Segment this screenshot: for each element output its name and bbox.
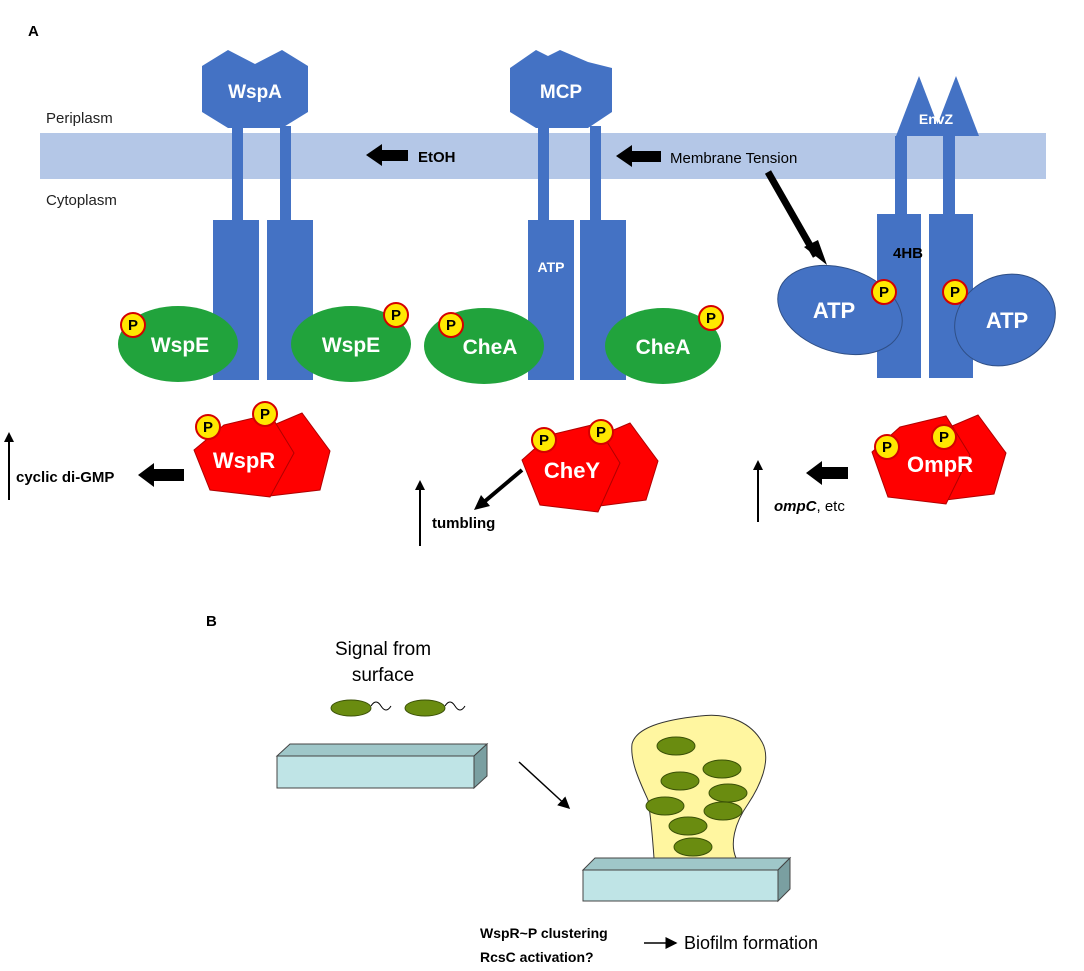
svg-text:P: P — [879, 284, 889, 301]
wspa-label: WspA — [228, 82, 282, 103]
ompc-italic: ompC — [774, 498, 818, 515]
p-circle-ompr-2: P — [931, 424, 957, 450]
svg-text:P: P — [939, 429, 949, 446]
p-circle-chea-right: P — [698, 305, 724, 331]
p-circle-ompr-1: P — [874, 434, 900, 460]
biofilm-mass — [631, 714, 767, 859]
tumbling-label: tumbling — [432, 515, 495, 532]
phospho-group: P P P P P P P P — [120, 279, 968, 460]
svg-text:P: P — [391, 307, 401, 324]
envz-atp-right-label: ATP — [986, 308, 1028, 333]
mcp-atp-label: ATP — [538, 259, 565, 275]
p-circle-chea-left: P — [438, 312, 464, 338]
svg-text:P: P — [882, 439, 892, 456]
envz-label: EnvZ — [919, 111, 954, 127]
cyclic-di-gmp-up-arrow — [4, 432, 14, 500]
p-circle-envz-right: P — [942, 279, 968, 305]
ompc-label: ompC, etc — [774, 498, 845, 515]
svg-text:P: P — [446, 317, 456, 334]
chey-output-arrowhead — [474, 495, 490, 510]
chea-right-label: CheA — [636, 336, 691, 359]
envz-atp-right — [954, 273, 1056, 367]
panel-b-label: B — [206, 613, 217, 630]
biofilm-formation-label: Biofilm formation — [684, 933, 818, 953]
svg-text:P: P — [203, 419, 213, 436]
ompc-up-arrow — [753, 460, 763, 522]
tumbling-up-arrow — [415, 480, 425, 546]
ompr-label: OmpR — [907, 452, 973, 477]
caption-line2: RcsC activation? — [480, 949, 594, 965]
transition-arrow — [518, 761, 571, 810]
tension-arrowhead — [804, 240, 827, 265]
wspr-label: WspR — [213, 448, 275, 473]
biofilm-cells — [645, 736, 748, 857]
signal-line1: Signal from — [335, 639, 431, 660]
chea-left-label: CheA — [463, 336, 518, 359]
surface-block-bottom — [581, 856, 792, 903]
p-circle-chey-2: P — [588, 419, 614, 445]
p-circle-wspr-1: P — [195, 414, 221, 440]
ompc-suffix: , etc — [817, 498, 846, 515]
surface-cell-2 — [404, 699, 466, 717]
tension-to-envz-arrow — [764, 170, 820, 258]
mcp-label: MCP — [540, 82, 583, 103]
p-circle-envz-left: P — [871, 279, 897, 305]
wspr-output-arrow — [138, 463, 184, 487]
svg-text:P: P — [706, 310, 716, 327]
chey-output-arrow — [482, 468, 524, 504]
etoh-label: EtOH — [418, 149, 456, 166]
hb-label: 4HB — [893, 245, 923, 262]
membrane-tension-label: Membrane Tension — [670, 150, 797, 167]
caption-line1: WspR~P clustering — [480, 925, 608, 941]
svg-text:P: P — [596, 424, 606, 441]
etoh-arrow — [366, 144, 408, 166]
svg-text:P: P — [260, 406, 270, 423]
envz-atp-left — [777, 264, 903, 356]
envz-atp-left-label: ATP — [813, 298, 855, 323]
periplasm-label: Periplasm — [46, 110, 113, 127]
chea-right — [605, 308, 721, 384]
svg-text:P: P — [950, 284, 960, 301]
membrane-tension-arrow — [616, 145, 661, 167]
wspe-left-label: WspE — [151, 334, 209, 357]
wspe-left — [118, 306, 238, 382]
signal-line2: surface — [352, 665, 414, 686]
ompr-output-arrow — [806, 461, 848, 485]
p-circle-wspe-right: P — [383, 302, 409, 328]
p-circle-wspe-left: P — [120, 312, 146, 338]
surface-cell-1 — [330, 699, 392, 717]
cytoplasm-label: Cytoplasm — [46, 192, 117, 209]
panel-a-label: A — [28, 23, 39, 40]
svg-text:P: P — [539, 432, 549, 449]
wspe-right-label: WspE — [322, 334, 380, 357]
cyclic-di-gmp-label: cyclic di-GMP — [16, 469, 114, 486]
mcp-receptor — [510, 50, 626, 380]
chey-label: CheY — [544, 458, 601, 483]
p-circle-wspr-2: P — [252, 401, 278, 427]
wspr-regulator — [193, 412, 331, 498]
surface-block-top — [275, 742, 489, 790]
svg-text:P: P — [128, 317, 138, 334]
p-circle-chey-1: P — [531, 427, 557, 453]
wspe-right — [291, 306, 411, 382]
